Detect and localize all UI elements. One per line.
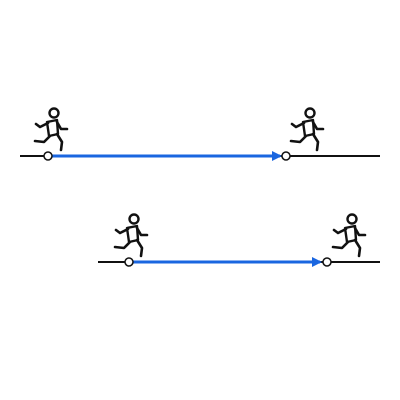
runner-icon — [289, 107, 325, 152]
row-top — [20, 107, 380, 161]
row-bottom — [98, 213, 380, 267]
runner-icon — [331, 213, 367, 258]
end-marker-bottom — [322, 257, 332, 267]
runner-icon — [113, 213, 149, 258]
end-marker-top — [281, 151, 291, 161]
runner-icon — [33, 107, 69, 152]
start-marker-bottom — [124, 257, 134, 267]
start-marker-top — [43, 151, 53, 161]
